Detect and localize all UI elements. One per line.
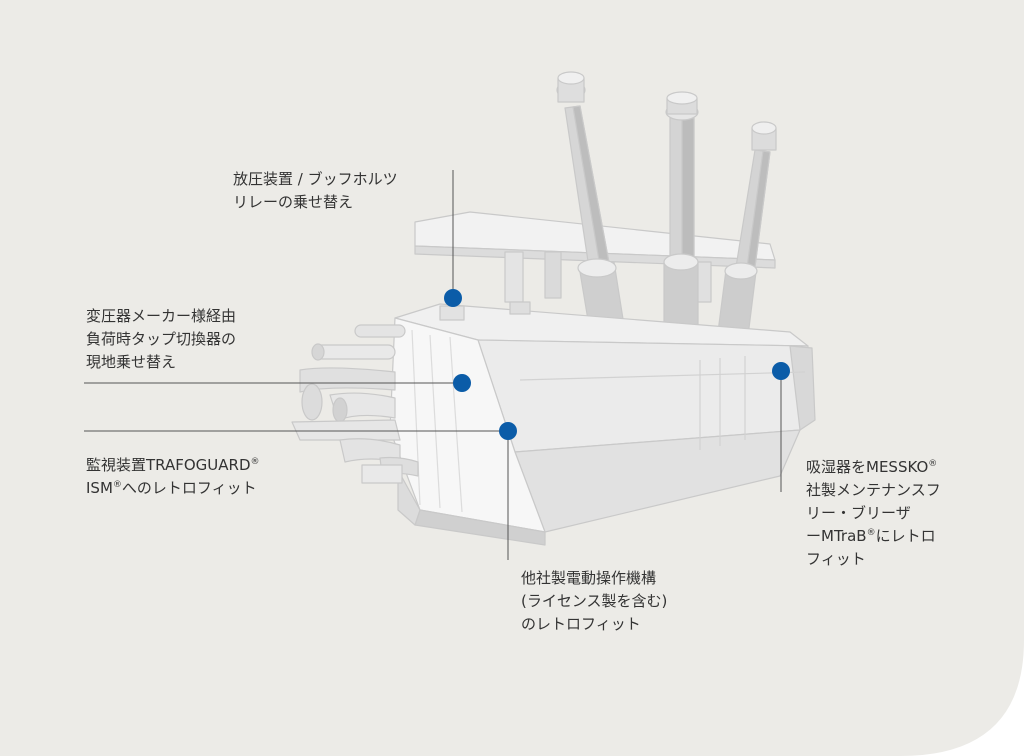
callout-oltc: 変圧器メーカー様経由 負荷時タップ切換器の 現地乗せ替え	[86, 305, 236, 374]
callout-motor-drive: 他社製電動操作機構 (ライセンス製を含む) のレトロフィット	[521, 567, 667, 636]
callout-motor-drive-line: のレトロフィット	[521, 615, 641, 633]
callout-breather-line5: フィット	[806, 550, 866, 568]
callout-trafoguard-line2: ISM®へのレトロフィット	[86, 477, 260, 500]
callout-buchholz-line: 放圧装置 / ブッフホルツ	[233, 170, 398, 188]
callout-motor-drive-line: (ライセンス製を含む)	[521, 592, 668, 610]
registered-mark: ®	[928, 459, 938, 469]
transformer-illustration	[291, 71, 816, 546]
callout-trafoguard-text: 監視装置TRAFOGUARD	[86, 456, 251, 474]
callout-breather-line2: 社製メンテナンスフ	[806, 481, 941, 499]
registered-mark: ®	[112, 480, 122, 490]
registered-mark: ®	[250, 457, 260, 467]
callout-breather-text: にレトロ	[875, 527, 936, 545]
callout-breather-line1: 吸湿器をMESSKO®	[806, 456, 941, 479]
marker-buchholz[interactable]	[444, 289, 462, 307]
leader-lines	[84, 170, 782, 560]
callout-oltc-line: 負荷時タップ切換器の	[86, 330, 237, 348]
callout-breather: 吸湿器をMESSKO® 社製メンテナンスフ リー・ブリーザ ーMTraB®にレト…	[806, 456, 941, 571]
callout-oltc-line: 現地乗せ替え	[86, 353, 177, 371]
callout-breather-line4: ーMTraB®にレトロ	[806, 525, 941, 548]
callout-buchholz-line: リレーの乗せ替え	[233, 193, 354, 211]
callout-oltc-line: 変圧器メーカー様経由	[86, 307, 237, 325]
marker-breather[interactable]	[772, 362, 790, 380]
callout-breather-text: ーMTraB	[806, 527, 867, 545]
callout-trafoguard: 監視装置TRAFOGUARD® ISM®へのレトロフィット	[86, 454, 260, 500]
callout-breather-text: 吸湿器をMESSKO	[806, 458, 929, 476]
registered-mark: ®	[866, 528, 876, 538]
marker-trafoguard[interactable]	[499, 422, 517, 440]
callout-trafoguard-text: へのレトロフィット	[121, 479, 257, 497]
callout-buchholz: 放圧装置 / ブッフホルツ リレーの乗せ替え	[233, 168, 398, 214]
marker-oltc[interactable]	[453, 374, 471, 392]
callout-trafoguard-line1: 監視装置TRAFOGUARD®	[86, 454, 260, 477]
callout-breather-line3: リー・ブリーザ	[806, 504, 911, 522]
callout-motor-drive-line: 他社製電動操作機構	[521, 569, 657, 587]
callout-trafoguard-text: ISM	[86, 479, 113, 497]
